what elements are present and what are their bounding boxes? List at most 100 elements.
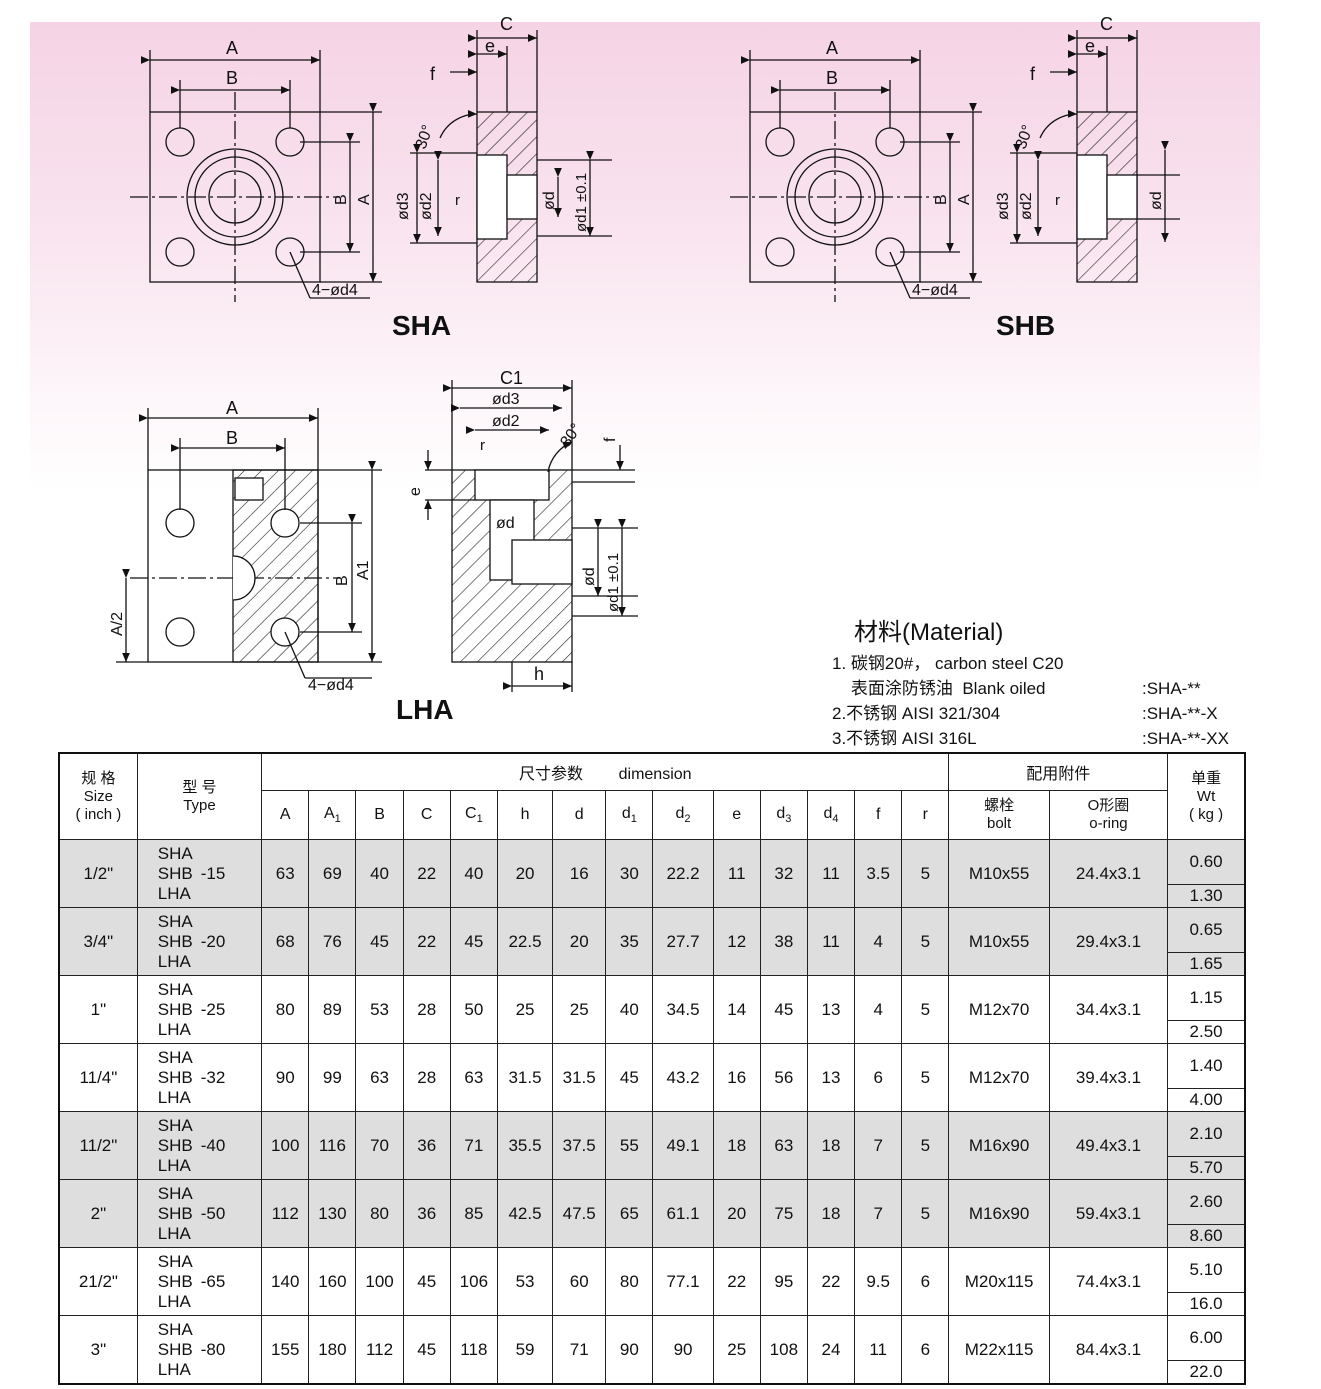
cell-dim: 31.5: [496, 1043, 554, 1112]
cell-dim: 130: [308, 1179, 357, 1248]
cell-dim: 45: [355, 907, 404, 976]
cell-dim: 71: [552, 1315, 607, 1385]
cell-dim: 77.1: [652, 1247, 714, 1316]
cell-dim: 99: [308, 1043, 357, 1112]
lha-label-holes: 4−ød4: [308, 677, 354, 694]
cell-dim: 4: [854, 975, 903, 1044]
cell-dim: 47.5: [552, 1179, 607, 1248]
cell-oring: 74.4x3.1: [1048, 1247, 1169, 1316]
col-a: A: [261, 790, 310, 840]
sha-drawing: A B C e f 30° ød3 ød2 ød ød1 ±0.1 r B A …: [130, 14, 612, 302]
cell-dim: 45: [402, 1247, 451, 1316]
cell-dim: 28: [402, 975, 451, 1044]
cell-dim: 45: [605, 1043, 654, 1112]
cell-size: 11/2": [58, 1111, 138, 1180]
sha-label-d: ød: [541, 191, 558, 210]
lha-label-b-vert: B: [334, 575, 351, 586]
material-item-3: 2.不锈钢 AISI 321/304:SHA-**-X: [832, 704, 1218, 723]
sha-title: SHA: [392, 310, 452, 341]
cell-size: 3": [58, 1315, 138, 1385]
cell-size: 21/2": [58, 1247, 138, 1316]
sha-label-e: e: [485, 36, 495, 56]
cell-dim: 36: [402, 1111, 451, 1180]
cell-dim: 90: [652, 1315, 714, 1385]
sha-label-a-vert: A: [356, 194, 373, 205]
lha-label-d: ød: [581, 567, 598, 586]
cell-size: 1/2": [58, 839, 138, 908]
cell-dim: 24: [806, 1315, 856, 1385]
cell-dim: 6: [901, 1247, 950, 1316]
lha-label-d-upper: ød: [496, 515, 515, 532]
cell-dim: 22.5: [496, 907, 554, 976]
cell-dim: 13: [806, 975, 856, 1044]
cell-dim: 40: [605, 975, 654, 1044]
material-item-2: 表面涂防锈油 Blank oiled:SHA-**: [832, 679, 1201, 698]
cell-dim: 50: [449, 975, 498, 1044]
cell-dim: 5: [901, 1179, 950, 1248]
cell-dim: 31.5: [552, 1043, 607, 1112]
cell-dim: 68: [261, 907, 310, 976]
cell-dim: 20: [496, 839, 554, 908]
cell-bolt: M10x55: [948, 839, 1050, 908]
cell-dim: 63: [759, 1111, 808, 1180]
cell-dim: 36: [402, 1179, 451, 1248]
sha-label-holes: 4−ød4: [312, 282, 358, 299]
lha-label-e: e: [407, 487, 424, 496]
col-d4: d4: [806, 790, 856, 840]
cell-dim: 60: [552, 1247, 607, 1316]
cell-bolt: M20x115: [948, 1247, 1050, 1316]
lha-label-d1: ød1 ±0.1: [605, 553, 622, 612]
cell-dim: 22: [806, 1247, 856, 1316]
cell-dim: 49.1: [652, 1111, 714, 1180]
cell-bolt: M16x90: [948, 1179, 1050, 1248]
cell-dim: 45: [449, 907, 498, 976]
lha-title: LHA: [396, 694, 454, 725]
cell-dim: 11: [712, 839, 761, 908]
cell-dim: 71: [449, 1111, 498, 1180]
cell-oring: 24.4x3.1: [1048, 839, 1169, 908]
cell-dim: 25: [496, 975, 554, 1044]
cell-dim: 6: [854, 1043, 903, 1112]
cell-dim: 22: [402, 839, 451, 908]
cell-dim: 53: [355, 975, 404, 1044]
cell-dim: 80: [261, 975, 310, 1044]
cell-dim: 116: [308, 1111, 357, 1180]
cell-dim: 18: [806, 1179, 856, 1248]
col-d1: d1: [605, 790, 654, 840]
material-item-4: 3.不锈钢 AISI 316L:SHA-**-XX: [832, 729, 1229, 748]
cell-oring: 59.4x3.1: [1048, 1179, 1169, 1248]
col-e: e: [712, 790, 761, 840]
sha-label-angle: 30°: [413, 123, 437, 152]
cell-dim: 34.5: [652, 975, 714, 1044]
lha-label-a1: A1: [355, 560, 372, 580]
lha-label-d2: ød2: [492, 413, 520, 430]
col-h: h: [496, 790, 554, 840]
cell-dim: 43.2: [652, 1043, 714, 1112]
cell-dim: 90: [605, 1315, 654, 1385]
sha-label-d1: ød1 ±0.1: [573, 173, 590, 232]
sha-label-a: A: [226, 38, 238, 58]
cell-size: 1": [58, 975, 138, 1044]
cell-dim: 56: [759, 1043, 808, 1112]
col-c: C: [402, 790, 451, 840]
cell-dim: 108: [759, 1315, 808, 1385]
shb-label-d2: ød2: [1018, 192, 1035, 220]
cell-dim: 100: [355, 1247, 404, 1316]
lha-label-c1: C1: [500, 368, 523, 388]
cell-oring: 29.4x3.1: [1048, 907, 1169, 976]
cell-dim: 7: [854, 1179, 903, 1248]
sha-label-b: B: [226, 68, 238, 88]
sha-label-c: C: [500, 14, 513, 34]
cell-bolt: M12x70: [948, 975, 1050, 1044]
header-dimension: 尺寸参数 dimension: [261, 752, 950, 791]
